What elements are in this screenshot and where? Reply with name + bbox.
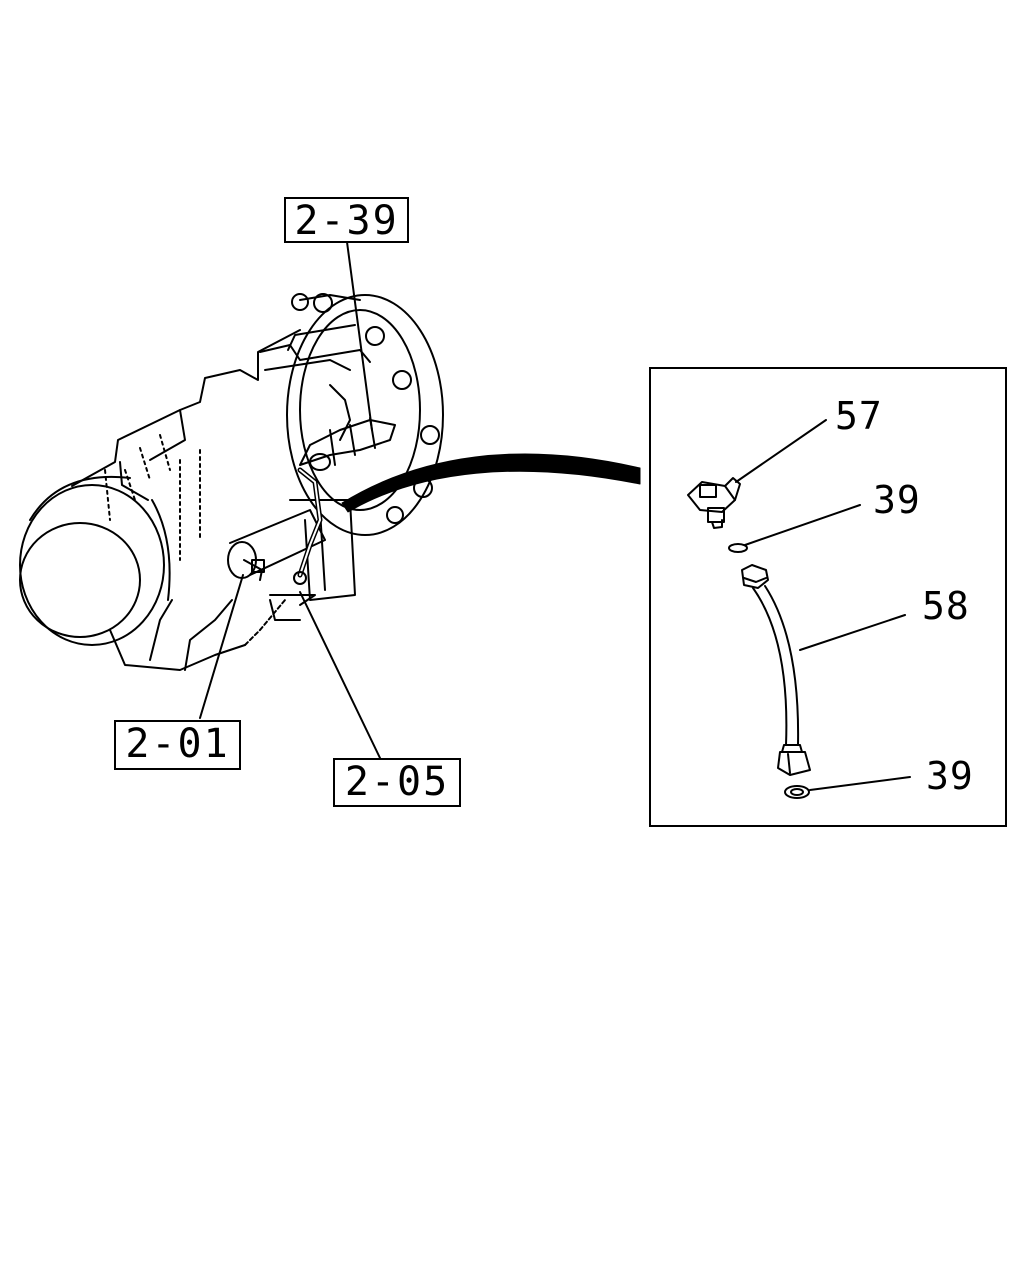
detail-connector-band: [341, 453, 641, 513]
transmission-assembly: [19, 293, 444, 671]
pipe-part: [741, 564, 811, 776]
washer-lower-part: [784, 785, 810, 799]
detail-components: [687, 419, 911, 799]
part-number-washer-lower: 39: [926, 754, 974, 798]
sensor-part: [687, 477, 741, 529]
washer-upper-part: [728, 543, 748, 553]
leader-lines: [199, 241, 381, 759]
reference-box-left[interactable]: 2-01: [114, 720, 241, 770]
part-number-washer-upper: 39: [873, 478, 921, 522]
reference-box-bottom[interactable]: 2-05: [333, 758, 461, 807]
reference-box-top[interactable]: 2-39: [284, 197, 409, 243]
part-number-pipe: 58: [922, 584, 970, 628]
detail-view-frame: [649, 367, 1007, 827]
part-number-sensor: 57: [835, 394, 883, 438]
